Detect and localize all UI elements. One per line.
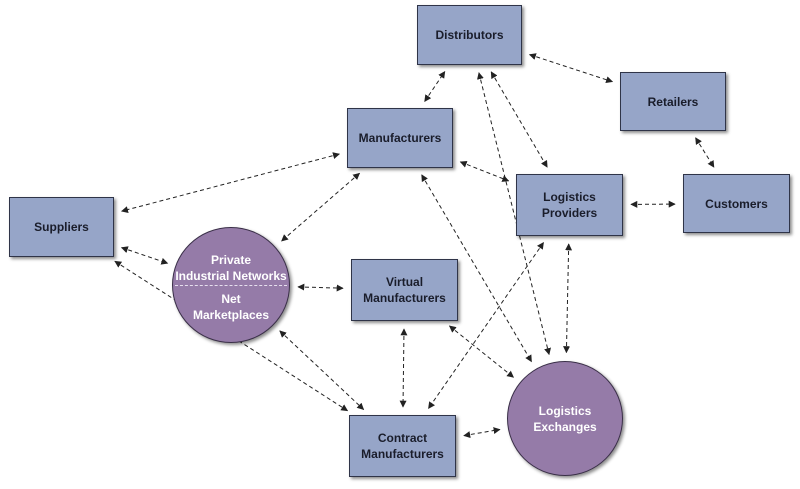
distributors-label: Distributors [435,28,504,42]
connector-suppliers-to-private-networks [120,246,169,265]
customers-node: Customers [683,174,790,233]
connector-private-networks-to-contract-manufacturers [279,330,365,410]
private-industrial-networks-circle: Private Industrial Networks Net Marketpl… [172,227,290,343]
suppliers-node: Suppliers [9,197,114,257]
retailers-label: Retailers [647,94,699,109]
contract-manufacturers-label: Contract Manufacturers [361,431,444,461]
net-marketplaces-label: Net Marketplaces [192,292,270,322]
manufacturers-label: Manufacturers [358,131,442,145]
logistics-providers-node: Logistics Providers [516,174,623,236]
suppliers-label: Suppliers [34,220,89,234]
connector-manufacturers-to-private-networks [281,172,361,242]
connector-private-networks-to-virtual-manufacturers [297,283,344,292]
retailers-node: Retailers [620,72,726,131]
connector-virtual-manufacturers-to-contract-manufacturers [399,328,408,408]
contract-manufacturers-node: Contract Manufacturers [349,415,456,477]
connector-manufacturers-to-suppliers [121,152,340,213]
connector-manufacturers-to-distributors [424,71,446,102]
connector-retailers-to-customers [695,137,715,168]
virtual-manufacturers-node: Virtual Manufacturers [351,259,458,321]
private-industrial-networks-label: Private Industrial Networks [175,253,287,283]
connector-distributors-to-logistics-providers [490,71,548,168]
virtual-manufacturers-label: Virtual Manufacturers [363,275,446,305]
connector-distributors-to-retailers [528,53,614,84]
logistics-providers-label: Logistics Providers [541,190,598,220]
connector-logistics-providers-to-contract-manufacturers [428,242,544,409]
manufacturers-node: Manufacturers [347,108,453,168]
logistics-exchanges-label: Logistics Exchanges [533,403,597,434]
logistics-exchanges-circle: Logistics Exchanges [507,361,623,476]
connector-contract-manufacturers-to-logistics-exchanges [463,427,501,438]
connector-virtual-manufacturers-to-logistics-exchanges [448,325,515,378]
connector-logistics-providers-to-logistics-exchanges [563,243,573,354]
distributors-node: Distributors [417,5,522,65]
customers-label: Customers [705,196,768,211]
divider-dashed-line [175,285,287,286]
